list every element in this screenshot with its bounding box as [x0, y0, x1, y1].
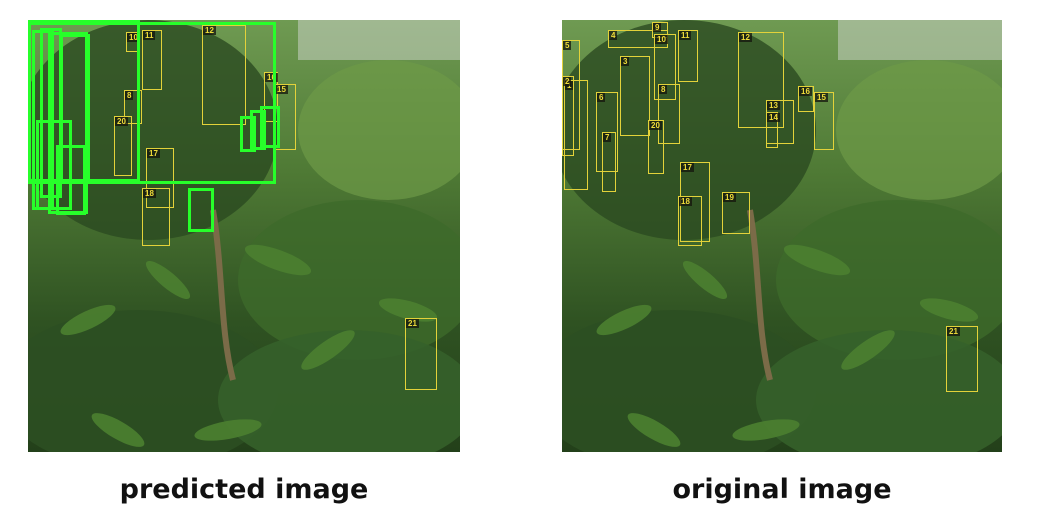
annotation-label: 9: [653, 23, 662, 32]
annotation-label: 13: [767, 101, 780, 110]
annotation-box: 19: [722, 192, 750, 234]
annotation-box: 17: [146, 148, 174, 208]
annotation-label: 15: [815, 93, 828, 102]
annotation-box: 21: [946, 326, 978, 392]
annotation-label: 11: [143, 31, 156, 40]
annotation-label: 20: [115, 117, 128, 126]
annotation-label: 12: [739, 33, 752, 42]
annotation-box: 11: [678, 30, 698, 82]
annotation-label: 8: [125, 91, 134, 100]
annotation-label: 2: [563, 77, 572, 86]
annotation-label: 6: [597, 93, 606, 102]
annotation-label: 10: [127, 33, 140, 42]
annotation-label: 8: [659, 85, 668, 94]
prediction-box: [250, 110, 266, 150]
annotation-label: 15: [275, 85, 288, 94]
annotation-box: 16: [264, 72, 278, 122]
annotation-box: 7: [602, 132, 616, 192]
annotation-box: 11: [142, 30, 162, 90]
annotation-box: 5: [562, 40, 580, 150]
annotation-label: 20: [649, 121, 662, 130]
original-image-caption: original image: [672, 474, 892, 505]
annotation-box: 14: [766, 112, 780, 148]
annotation-box: 20: [114, 116, 132, 176]
annotation-label: 17: [681, 163, 694, 172]
annotation-label: 17: [147, 149, 160, 158]
annotation-box: 10: [654, 34, 676, 100]
annotation-box: 18: [142, 188, 170, 246]
prediction-box: [188, 188, 214, 232]
annotation-label: 5: [563, 41, 572, 50]
annotation-box: 8: [124, 90, 142, 124]
annotation-label: 19: [723, 193, 736, 202]
annotation-box: 12: [738, 32, 784, 128]
annotation-label: 18: [679, 197, 692, 206]
prediction-box: [240, 116, 256, 152]
annotation-box: 6: [596, 92, 618, 172]
annotation-label: 21: [406, 319, 419, 328]
annotation-box: 18: [678, 196, 702, 246]
prediction-box: [56, 145, 86, 215]
annotation-label: 11: [679, 31, 692, 40]
annotation-label: 16: [799, 87, 812, 96]
annotation-box: 12: [202, 25, 246, 125]
annotation-box: 20: [648, 120, 664, 174]
predicted-image-panel: 10 11 12 8 20 17 16 15 18 21: [28, 20, 460, 452]
annotation-box: 21: [405, 318, 437, 390]
annotation-label: 21: [947, 327, 960, 336]
annotation-label: 4: [609, 31, 618, 40]
pepper-plant-photo: [28, 20, 460, 452]
original-image-panel: 1 2 5 3 4 9 10 11 6 7 8 20 12 13 14 16 1…: [562, 20, 1002, 452]
annotation-label: 12: [203, 26, 216, 35]
annotation-label: 16: [265, 73, 278, 82]
prediction-box: [36, 120, 72, 210]
annotation-box: 3: [620, 56, 650, 136]
pepper-plant-photo: [562, 20, 1002, 452]
annotation-box: 15: [814, 92, 834, 150]
predicted-image-caption: predicted image: [119, 474, 369, 505]
annotation-label: 7: [603, 133, 612, 142]
annotation-box: 16: [798, 86, 814, 112]
annotation-label: 10: [655, 35, 668, 44]
annotation-label: 3: [621, 57, 630, 66]
annotation-label: 18: [143, 189, 156, 198]
prediction-box: [260, 106, 280, 148]
prediction-box: [60, 34, 90, 184]
annotation-label: 14: [767, 113, 780, 122]
annotation-box: 8: [658, 84, 680, 144]
prediction-box: [28, 22, 276, 184]
